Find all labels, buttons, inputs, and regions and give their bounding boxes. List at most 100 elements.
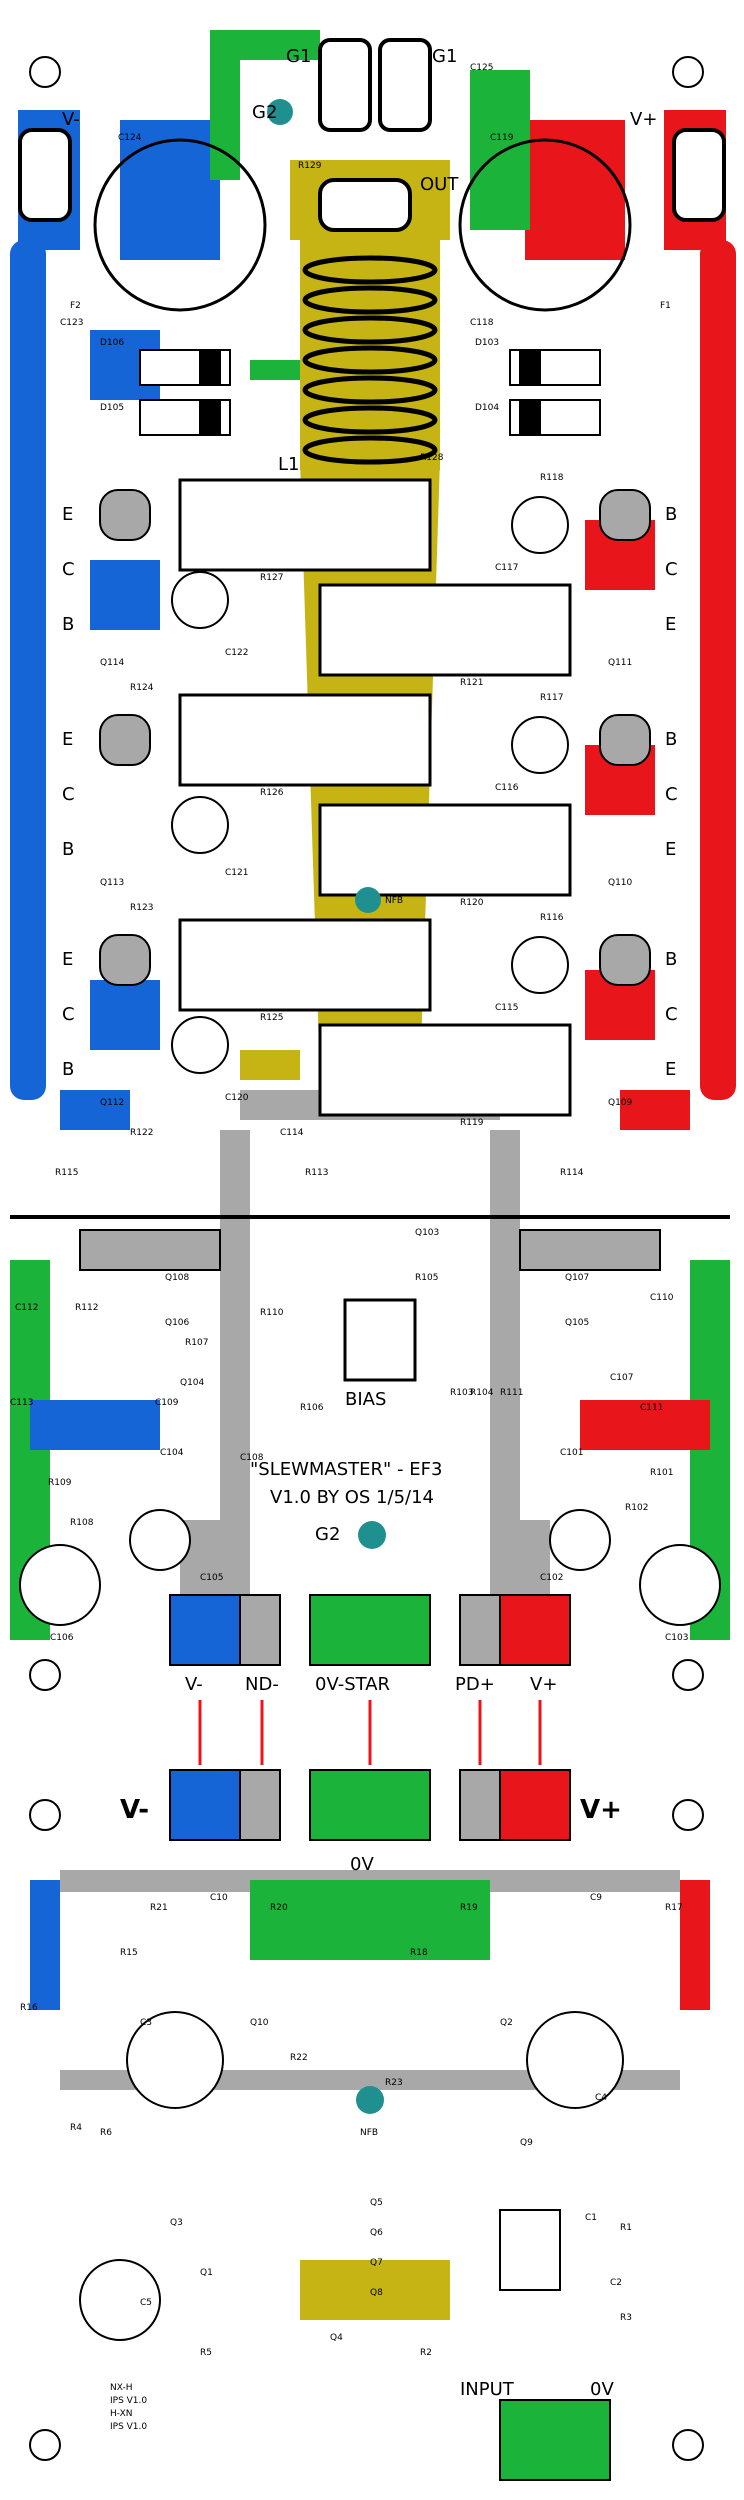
- transistor-pads: [99, 489, 651, 986]
- svg-text:C115: C115: [495, 1003, 518, 1013]
- svg-text:R17: R17: [665, 1903, 683, 1913]
- svg-text:R127: R127: [260, 573, 283, 583]
- svg-text:R124: R124: [130, 683, 154, 693]
- svg-text:H-XN: H-XN: [110, 2409, 132, 2419]
- svg-text:IPS V1.0: IPS V1.0: [110, 2396, 147, 2406]
- svg-text:C: C: [62, 559, 75, 580]
- svg-text:B: B: [665, 949, 677, 970]
- label-bias: BIAS: [345, 1389, 386, 1410]
- svg-text:C111: C111: [640, 1403, 663, 1413]
- svg-text:Q108: Q108: [165, 1273, 190, 1283]
- svg-text:R103: R103: [450, 1388, 473, 1398]
- svg-text:B: B: [62, 614, 74, 635]
- svg-text:NX-H: NX-H: [110, 2383, 132, 2393]
- svg-text:Q2: Q2: [500, 2018, 513, 2028]
- terminal-0v-star: 0V-STAR: [315, 1674, 390, 1695]
- svg-text:Q4: Q4: [330, 2333, 343, 2343]
- svg-text:R117: R117: [540, 693, 563, 703]
- svg-text:C105: C105: [200, 1573, 223, 1583]
- filter-capacitors: [93, 138, 632, 312]
- ips-label-v-minus: V-: [120, 1795, 149, 1825]
- svg-text:IPS V1.0: IPS V1.0: [110, 2422, 147, 2432]
- capacitor-c124: [93, 138, 267, 312]
- svg-text:C117: C117: [495, 563, 518, 573]
- svg-text:C103: C103: [665, 1633, 688, 1643]
- mount-hole: [672, 1659, 704, 1691]
- resistor-r126: [178, 693, 432, 787]
- svg-text:R3: R3: [620, 2313, 632, 2323]
- svg-text:C9: C9: [590, 1893, 602, 1903]
- emitter-resistors: [178, 478, 572, 1117]
- svg-text:Q112: Q112: [100, 1098, 124, 1108]
- svg-text:C122: C122: [225, 648, 248, 658]
- label-g1-left: G1: [286, 46, 311, 67]
- svg-text:C114: C114: [280, 1128, 304, 1138]
- terminal-labels: V- ND- 0V-STAR PD+ V+: [185, 1674, 557, 1695]
- svg-text:Q5: Q5: [370, 2198, 383, 2208]
- small-capacitors: [171, 496, 569, 1074]
- svg-text:R128: R128: [420, 453, 444, 463]
- power-connectors: [18, 38, 726, 222]
- svg-text:R6: R6: [100, 2128, 112, 2138]
- resistor-refs: R127 R121 R126 R120 R125 R119 R124 R123 …: [55, 161, 584, 1178]
- svg-text:R104: R104: [470, 1388, 494, 1398]
- via-pads: [267, 99, 386, 2114]
- svg-text:R106: R106: [300, 1403, 324, 1413]
- revision-text: NX-H IPS V1.0 H-XN IPS V1.0: [110, 2383, 147, 2432]
- svg-text:R122: R122: [130, 1128, 153, 1138]
- svg-text:R105: R105: [415, 1273, 438, 1283]
- label-g1-right: G1: [432, 46, 457, 67]
- fuse-refs: F2 F1: [70, 301, 671, 311]
- svg-text:R118: R118: [540, 473, 564, 483]
- svg-text:R15: R15: [120, 1948, 138, 1958]
- svg-text:Q106: Q106: [165, 1318, 190, 1328]
- svg-text:Q3: Q3: [170, 2218, 183, 2228]
- inductor-l1: [302, 255, 438, 465]
- svg-text:R112: R112: [75, 1303, 98, 1313]
- resistor-r125: [178, 918, 432, 1012]
- svg-text:R129: R129: [298, 161, 322, 171]
- label-nfb: NFB: [385, 896, 403, 906]
- output-connector: [318, 178, 412, 232]
- svg-text:F2: F2: [70, 301, 81, 311]
- mount-hole: [29, 1659, 61, 1691]
- label-v-minus-top: V-: [62, 109, 80, 130]
- ips-label-0v: 0V: [350, 1854, 374, 1875]
- svg-text:C110: C110: [650, 1293, 674, 1303]
- svg-text:R1: R1: [620, 2223, 632, 2233]
- svg-text:E: E: [665, 839, 676, 860]
- svg-text:B: B: [62, 839, 74, 860]
- capacitor-c119: [458, 138, 632, 312]
- svg-text:Q110: Q110: [608, 878, 633, 888]
- terminal-v-minus: V-: [185, 1674, 203, 1695]
- input-stage: [30, 1769, 710, 2481]
- svg-text:C: C: [62, 1004, 75, 1025]
- mounting-holes: [29, 56, 704, 2461]
- svg-text:C107: C107: [610, 1373, 633, 1383]
- svg-text:R110: R110: [260, 1308, 284, 1318]
- mount-hole: [672, 56, 704, 88]
- svg-text:C106: C106: [50, 1633, 74, 1643]
- svg-text:C102: C102: [540, 1573, 563, 1583]
- svg-text:R119: R119: [460, 1118, 484, 1128]
- svg-text:C: C: [665, 559, 678, 580]
- ips-label-v-plus: V+: [580, 1795, 622, 1825]
- svg-text:B: B: [665, 729, 677, 750]
- terminal-nd-minus: ND-: [245, 1674, 279, 1695]
- svg-text:E: E: [62, 949, 73, 970]
- pin-letters-right: B C E B C E B C E: [665, 504, 678, 1080]
- svg-text:C109: C109: [155, 1398, 179, 1408]
- svg-text:R120: R120: [460, 898, 484, 908]
- svg-text:E: E: [665, 614, 676, 635]
- svg-text:C113: C113: [10, 1398, 33, 1408]
- svg-text:C1: C1: [585, 2213, 597, 2223]
- label-0v-input: 0V: [590, 2379, 614, 2400]
- resistor-r127: [178, 478, 432, 572]
- svg-text:C: C: [62, 784, 75, 805]
- svg-text:R114: R114: [560, 1168, 584, 1178]
- svg-text:C: C: [665, 784, 678, 805]
- svg-text:C3: C3: [140, 2018, 152, 2028]
- svg-text:Q111: Q111: [608, 658, 632, 668]
- mount-hole: [29, 2429, 61, 2461]
- svg-text:C112: C112: [15, 1303, 38, 1313]
